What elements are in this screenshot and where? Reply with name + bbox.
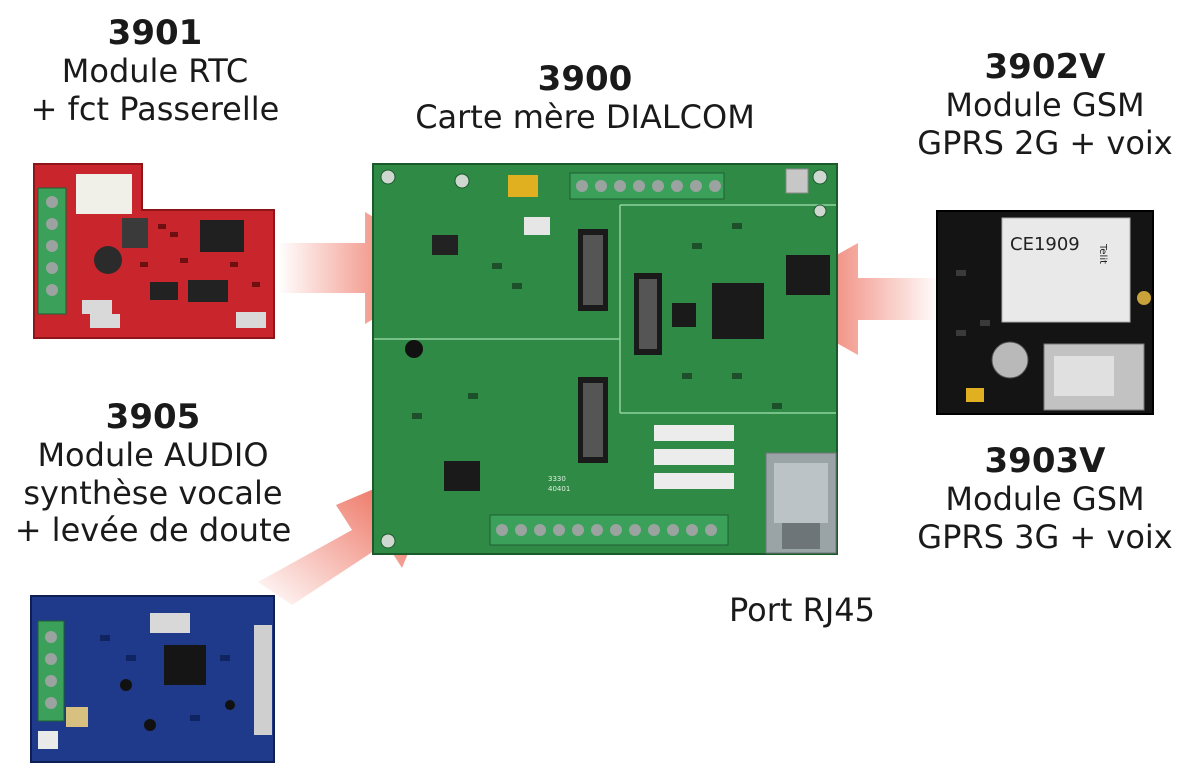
arrow-gsm-to-main	[758, 243, 940, 355]
module-name: Module RTC	[61, 52, 249, 91]
board-code-1: 3330	[548, 475, 566, 483]
label-3902v: 3902V Module GSM GPRS 2G + voix	[910, 47, 1180, 162]
module-number: 3900	[537, 59, 633, 99]
module-name: Module GSM	[945, 86, 1145, 125]
module-name: Module GSM	[945, 480, 1145, 519]
module-feature: + fct Passerelle	[30, 89, 280, 128]
module-number: 3901	[107, 13, 203, 53]
label-3903v: 3903V Module GSM GPRS 3G + voix	[910, 441, 1180, 556]
label-port-rj45: Port RJ45	[712, 591, 892, 629]
label-3900: 3900 Carte mère DIALCOM	[380, 59, 790, 137]
ce-mark: CE1909	[1010, 234, 1080, 255]
arrow-rtc-to-main	[278, 212, 460, 324]
board-3905-audio	[30, 595, 275, 763]
module-feature: GPRS 3G + voix	[917, 517, 1173, 556]
label-3905: 3905 Module AUDIO synthèse vocale + levé…	[8, 397, 298, 549]
module-number: 3902V	[984, 47, 1106, 87]
telit-mark: Telit	[1097, 243, 1108, 264]
module-name: Carte mère DIALCOM	[415, 98, 755, 137]
module-number: 3903V	[984, 441, 1106, 481]
module-number: 3905	[105, 397, 201, 437]
module-feature: GPRS 2G + voix	[917, 123, 1173, 162]
board-code-2: 40401	[548, 485, 570, 493]
board-3902v-gsm: CE1909 Telit	[936, 210, 1154, 415]
board-3900-main: 3330 40401	[372, 163, 838, 555]
label-3901: 3901 Module RTC + fct Passerelle	[30, 13, 280, 128]
board-3901-rtc	[30, 162, 275, 340]
module-feature: synthèse vocale	[23, 473, 283, 512]
port-label: Port RJ45	[729, 591, 875, 629]
module-name: Module AUDIO	[37, 436, 269, 475]
module-feature-2: + levée de doute	[14, 510, 292, 549]
